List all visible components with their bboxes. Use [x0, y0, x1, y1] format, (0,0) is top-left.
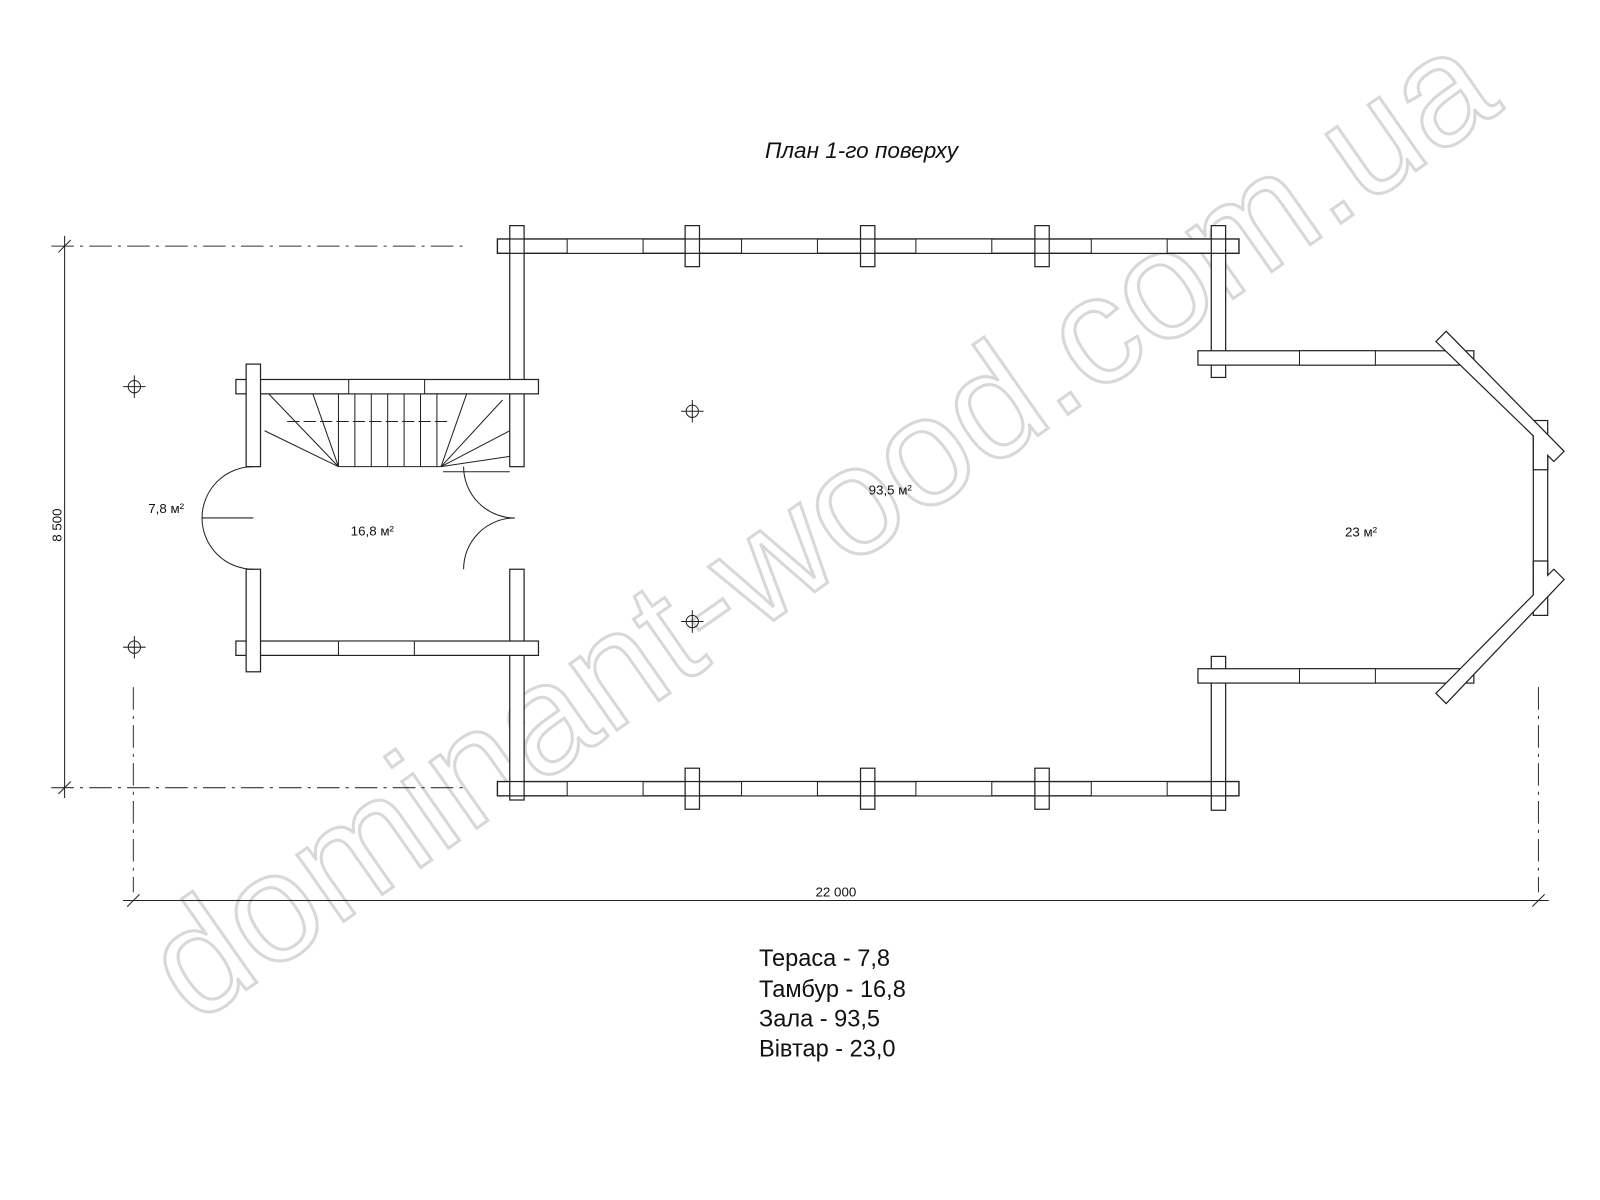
dimension-height: 8 500 [50, 235, 72, 798]
doors [201, 466, 515, 570]
room-area-altar: 23 м² [1345, 524, 1378, 539]
legend-item: Тамбур - 16,8 [759, 976, 906, 1002]
column-icon [681, 610, 704, 633]
legend-item: Вівтар - 23,0 [759, 1035, 896, 1061]
column-markers [123, 375, 704, 659]
legend-item: Тераса - 7,8 [759, 945, 890, 971]
dimension-width: 22 000 [123, 884, 1549, 908]
room-area-hall: 93,5 м² [869, 482, 913, 497]
column-icon [123, 375, 146, 398]
dimension-height-label: 8 500 [50, 508, 65, 541]
dimension-width-label: 22 000 [816, 884, 857, 899]
column-icon [123, 635, 146, 659]
room-area-terrace: 7,8 м² [148, 501, 184, 516]
plan-title: План 1-го поверху [765, 138, 960, 163]
room-area-vestibule: 16,8 м² [351, 523, 395, 538]
staircase [264, 393, 510, 473]
windows [337, 238, 1376, 797]
axis-lines [51, 245, 1539, 893]
column-icon [681, 399, 704, 423]
area-legend: Тераса - 7,8 Тамбур - 16,8 Зала - 93,5 В… [759, 945, 906, 1061]
legend-item: Зала - 93,5 [759, 1006, 880, 1032]
